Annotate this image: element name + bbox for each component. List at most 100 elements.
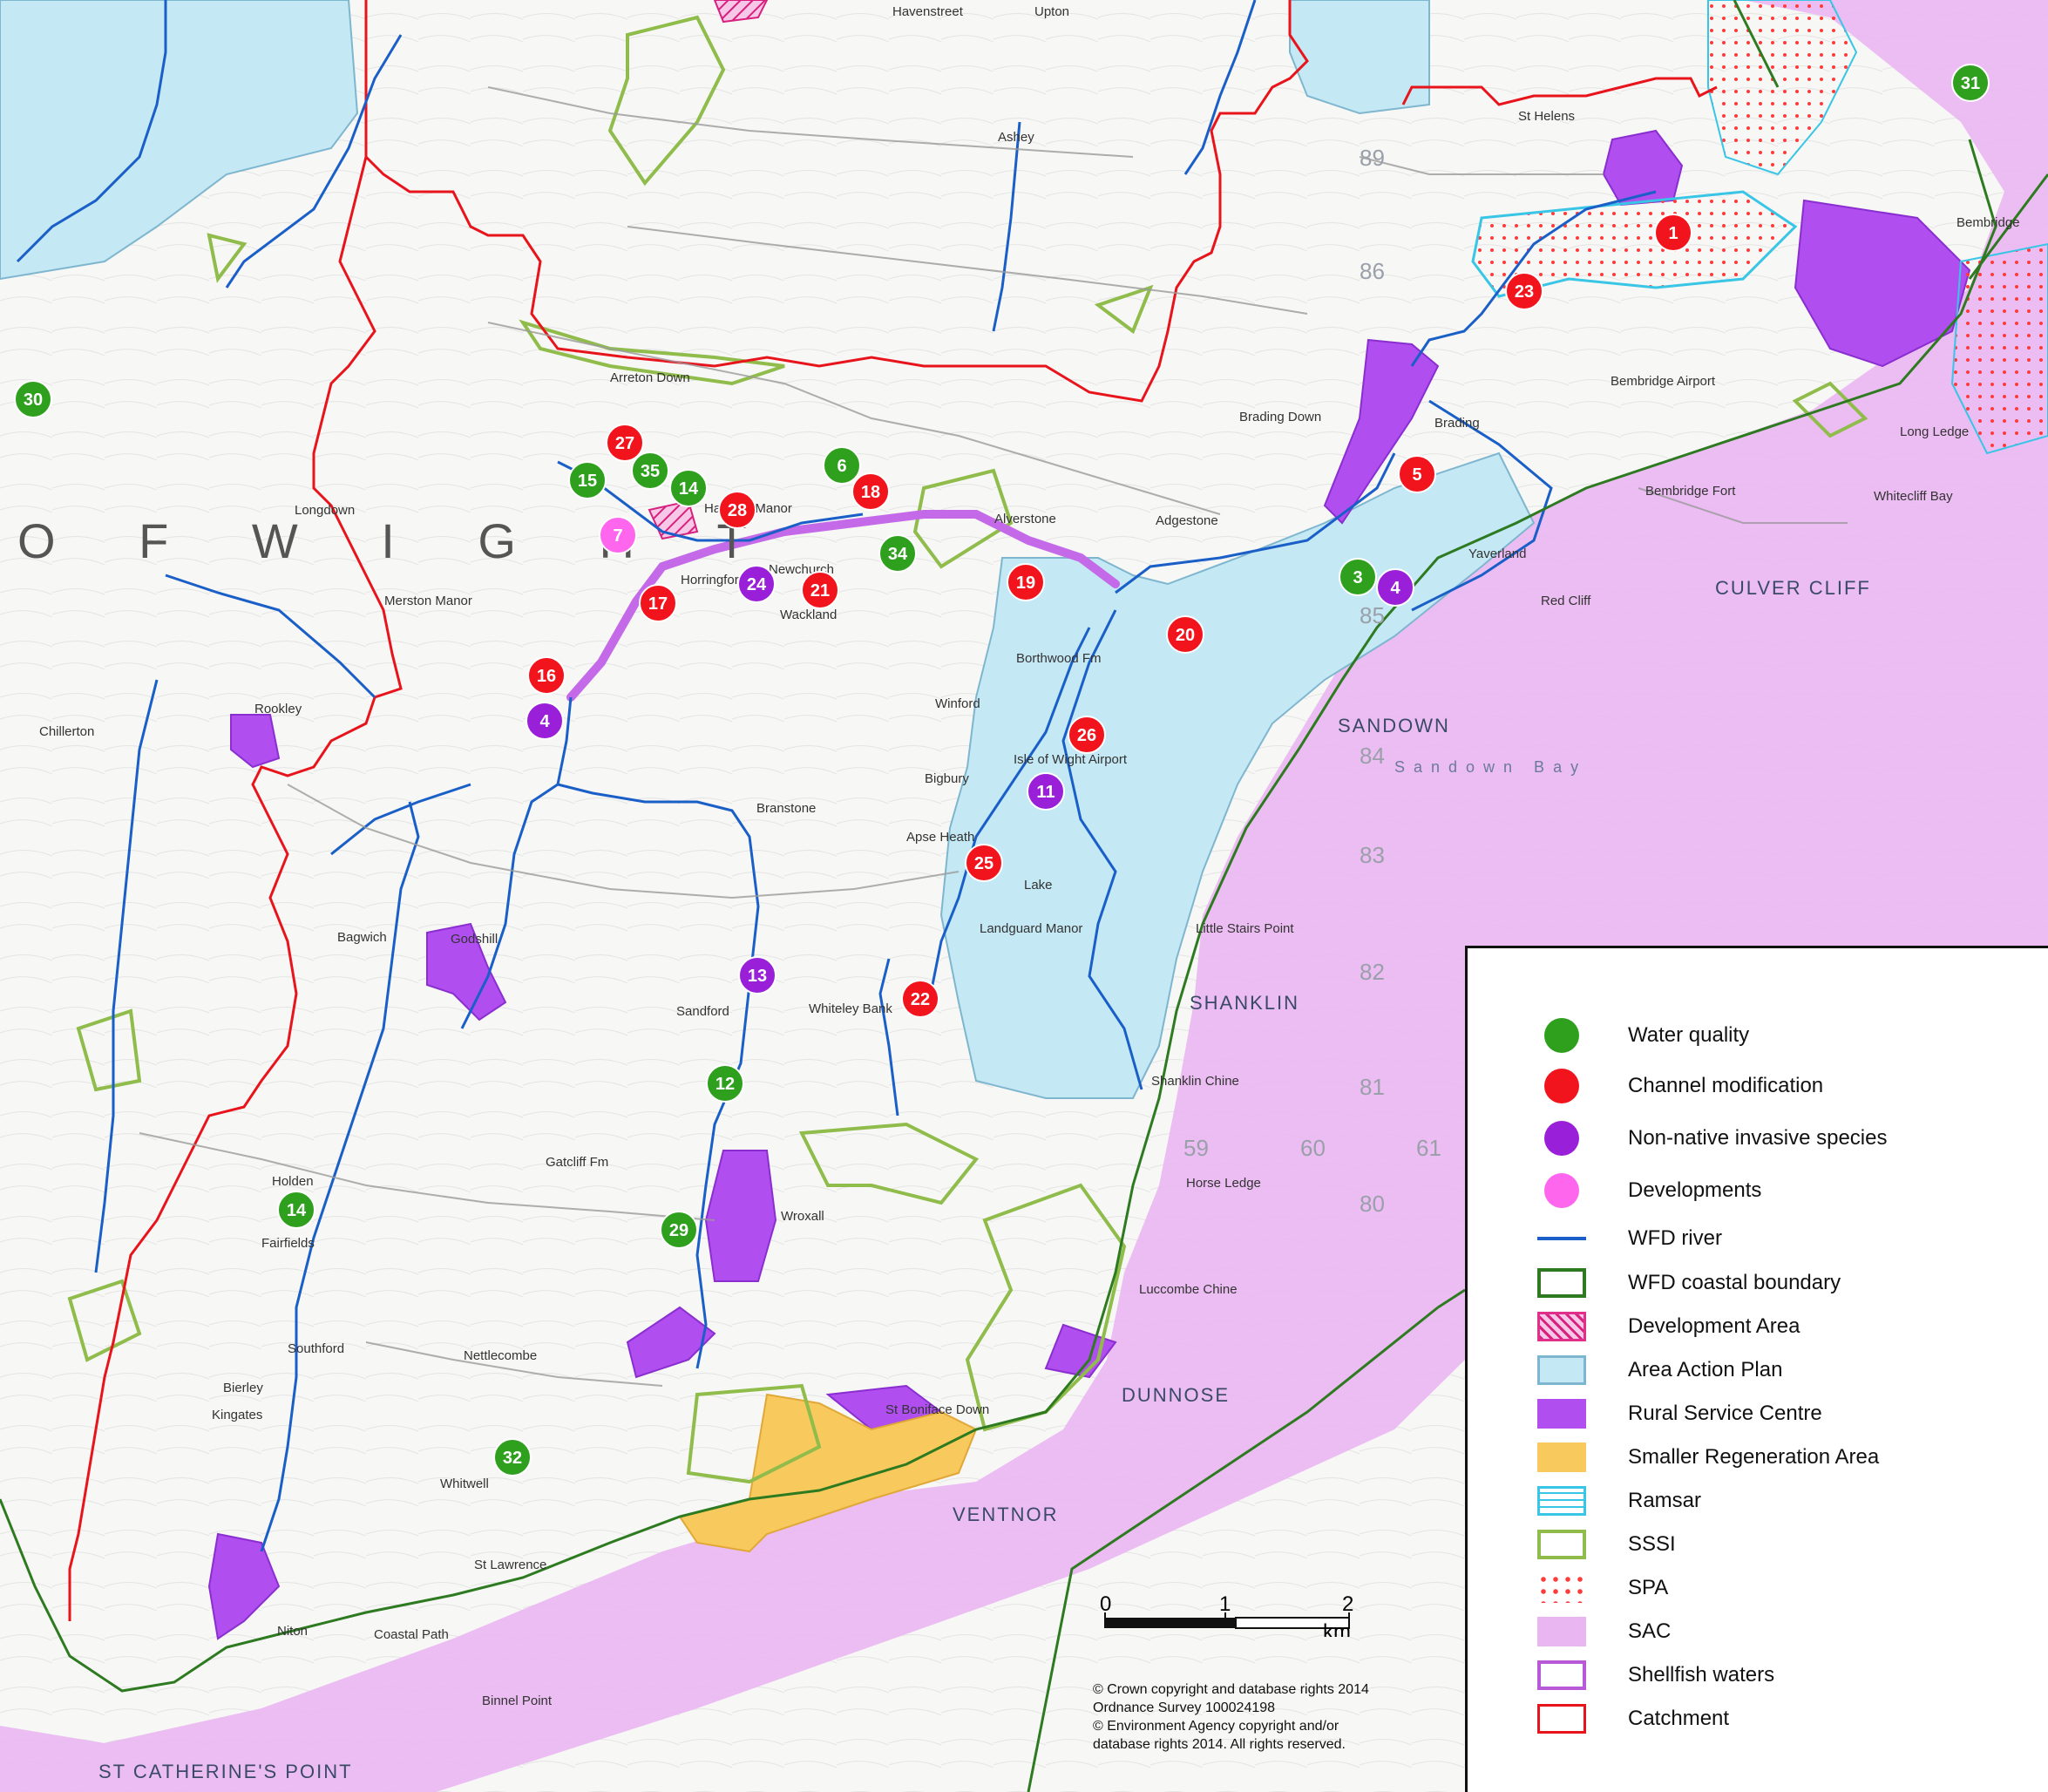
- label-niton: Niton: [277, 1624, 308, 1639]
- marker-water-35[interactable]: 35: [631, 451, 669, 490]
- marker-water-31[interactable]: 31: [1951, 64, 1990, 102]
- marker-channel-16[interactable]: 16: [527, 656, 566, 695]
- marker-number: 6: [837, 457, 846, 476]
- marker-number: 13: [748, 967, 767, 986]
- ramsar-area: [1471, 190, 1798, 298]
- marker-water-3[interactable]: 3: [1339, 558, 1377, 596]
- marker-circle: [660, 1211, 698, 1249]
- marker-channel-27[interactable]: 27: [606, 424, 644, 462]
- marker-circle: [1007, 563, 1045, 601]
- marker-water-32[interactable]: 32: [493, 1438, 532, 1476]
- marker-circle: [669, 469, 708, 507]
- marker-channel-21[interactable]: 21: [801, 571, 839, 609]
- marker-channel-25[interactable]: 25: [965, 844, 1003, 882]
- marker-water-14[interactable]: 14: [277, 1191, 315, 1229]
- marker-water-12[interactable]: 12: [706, 1064, 744, 1103]
- marker-water-34[interactable]: 34: [878, 534, 917, 573]
- marker-number: 27: [615, 434, 634, 453]
- marker-circle: [526, 702, 564, 740]
- marker-circle: [1027, 772, 1065, 811]
- marker-circle: [527, 656, 566, 695]
- marker-water-14[interactable]: 14: [669, 469, 708, 507]
- label-merston: Merston Manor: [384, 594, 472, 608]
- marker-circle: [718, 491, 756, 529]
- legend-symbol-coastal: [1537, 1268, 1586, 1298]
- label-whitwell: Whitwell: [440, 1476, 489, 1491]
- scale-segment-black: [1105, 1618, 1236, 1628]
- marker-channel-5[interactable]: 5: [1398, 455, 1436, 493]
- marker-channel-17[interactable]: 17: [639, 584, 677, 622]
- label-whitecliff: Whitecliff Bay: [1874, 489, 1953, 504]
- roads: [139, 86, 1848, 1387]
- legend-symbol-water: [1544, 1018, 1579, 1053]
- marker-water-6[interactable]: 6: [823, 446, 861, 485]
- label-binnel: Binnel Point: [482, 1694, 553, 1708]
- legend-label: WFD river: [1628, 1226, 1722, 1250]
- marker-water-15[interactable]: 15: [568, 461, 607, 499]
- marker-development-7[interactable]: 7: [599, 516, 637, 554]
- svg-text:89: 89: [1360, 145, 1385, 171]
- label-gatcliff: Gatcliff Fm: [546, 1155, 608, 1170]
- marker-circle: [851, 472, 890, 511]
- area-action-plan-northwest: [0, 0, 359, 281]
- label-sandownbay: Sandown Bay: [1394, 758, 1587, 776]
- marker-number: 21: [810, 581, 830, 601]
- label-lake: Lake: [1024, 878, 1053, 893]
- copyright-line: © Environment Agency copyright and/or: [1093, 1719, 1339, 1734]
- legend-label: Developments: [1628, 1178, 1762, 1202]
- label-holden: Holden: [272, 1174, 314, 1189]
- marker-circle: [606, 424, 644, 462]
- label-wroxall: Wroxall: [781, 1209, 824, 1224]
- marker-channel-1[interactable]: 1: [1654, 214, 1692, 252]
- marker-number: 17: [648, 594, 668, 614]
- marker-circle: [801, 571, 839, 609]
- svg-text:81: 81: [1360, 1074, 1385, 1100]
- label-godshill: Godshill: [451, 932, 498, 947]
- marker-circle: [878, 534, 917, 573]
- svg-text:83: 83: [1360, 842, 1385, 868]
- marker-channel-19[interactable]: 19: [1007, 563, 1045, 601]
- marker-water-30[interactable]: 30: [14, 380, 52, 418]
- label-borthwood: Borthwood Fm: [1016, 651, 1102, 666]
- marker-circle: [277, 1191, 315, 1229]
- svg-text:86: 86: [1360, 258, 1385, 284]
- marker-number: 5: [1412, 465, 1421, 485]
- marker-channel-20[interactable]: 20: [1166, 615, 1204, 654]
- marker-invasive-4[interactable]: 4: [1376, 568, 1414, 607]
- marker-channel-23[interactable]: 23: [1505, 272, 1543, 310]
- label-sandown: SANDOWN: [1338, 715, 1450, 736]
- scale-tick-2: 2: [1342, 1593, 1353, 1616]
- legend-symbol-aap: [1537, 1355, 1586, 1385]
- legend-label: Ramsar: [1628, 1489, 1702, 1512]
- marker-invasive-24[interactable]: 24: [737, 565, 776, 603]
- label-bigbury: Bigbury: [925, 771, 969, 786]
- area-action-plan-sandown-shanklin: [939, 451, 1536, 1099]
- marker-channel-28[interactable]: 28: [718, 491, 756, 529]
- legend-label: Development Area: [1628, 1314, 1800, 1338]
- label-arreton: Arreton Down: [610, 370, 690, 385]
- label-landguard: Landguard Manor: [980, 921, 1082, 936]
- marker-invasive-13[interactable]: 13: [738, 956, 776, 994]
- marker-channel-18[interactable]: 18: [851, 472, 890, 511]
- label-shanklin: SHANKLIN: [1190, 992, 1299, 1014]
- legend-label: Channel modification: [1628, 1074, 1824, 1097]
- legend-symbol-sac: [1537, 1617, 1586, 1646]
- marker-invasive-11[interactable]: 11: [1027, 772, 1065, 811]
- marker-invasive-4[interactable]: 4: [526, 702, 564, 740]
- marker-circle: [738, 956, 776, 994]
- marker-circle: [493, 1438, 532, 1476]
- svg-text:80: 80: [1360, 1191, 1385, 1217]
- marker-number: 14: [287, 1201, 307, 1220]
- marker-number: 24: [747, 575, 767, 594]
- label-stlawrence: St Lawrence: [474, 1558, 546, 1572]
- marker-water-29[interactable]: 29: [660, 1211, 698, 1249]
- legend-symbol-devarea: [1537, 1312, 1586, 1341]
- legend-label: Area Action Plan: [1628, 1358, 1783, 1381]
- marker-channel-22[interactable]: 22: [901, 980, 939, 1018]
- marker-channel-26[interactable]: 26: [1068, 716, 1106, 754]
- label-stcath: ST CATHERINE'S POINT: [98, 1761, 353, 1782]
- copyright-notice: © Crown copyright and database rights 20…: [1093, 1680, 1459, 1754]
